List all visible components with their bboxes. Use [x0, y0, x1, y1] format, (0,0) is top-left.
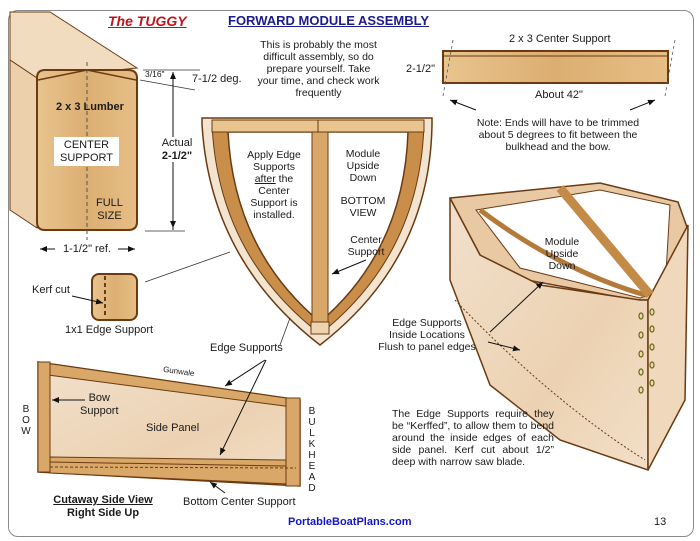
center-support-illustration — [442, 39, 676, 111]
intro-note: This is probably the most difficult asse… — [256, 39, 381, 99]
label-line: VIEW — [349, 207, 377, 220]
label-line: BOTTOM — [340, 195, 386, 207]
edge-supports-inside-callout: Edge Supports Inside Locations Flush to … — [372, 317, 482, 353]
note-line: Apply Edge — [247, 149, 301, 161]
page-frame — [8, 10, 694, 537]
bow-label: BOW — [21, 404, 31, 437]
side-view-illustration — [36, 359, 301, 494]
lumber-label: 2 x 3 Lumber — [56, 101, 124, 113]
label-line: Center — [350, 234, 382, 246]
center-support-height: 2-1/2" — [406, 63, 435, 75]
label-line: Down — [548, 260, 576, 273]
note-line: Center — [258, 185, 290, 198]
note-emphasis: after — [254, 173, 276, 186]
module-3d-label: Module Upside Down — [537, 236, 587, 272]
intro-note-line: your time, and check work — [257, 75, 380, 88]
note-line: about 5 degrees to fit between the — [478, 129, 638, 142]
note-line: Note: Ends will have to be trimmed — [476, 117, 640, 129]
intro-note-line: difficult assembly, so do — [263, 51, 374, 64]
actual-label: Actual — [161, 137, 193, 149]
callout-line: Inside Locations — [389, 329, 465, 342]
center-support-title: 2 x 3 Center Support — [509, 33, 611, 45]
edge-supports-label: Edge Supports — [210, 342, 283, 354]
intro-note-line: This is probably the most — [260, 39, 377, 51]
box-label-line: CENTER — [63, 139, 110, 151]
kerf-note: The Edge Supports require they be “Kerff… — [392, 408, 554, 469]
caption-line: Cutaway Side View — [53, 494, 153, 506]
actual-height-value: 2-1/2" — [161, 149, 193, 162]
note-line: installed. — [253, 209, 295, 222]
module-3d-illustration — [448, 182, 689, 472]
bottom-view-illustration — [201, 117, 433, 346]
note-line: Supports — [252, 161, 296, 174]
callout-line: Edge Supports — [392, 317, 462, 329]
bevel-angle-label: 7-1/2 deg. — [192, 73, 242, 85]
note-word: the — [278, 173, 294, 186]
caption-line: Right Side Up — [66, 506, 140, 519]
callout-line: Flush to panel edges — [378, 341, 476, 354]
center-support-box-label: CENTER SUPPORT — [54, 137, 119, 167]
bow-support-label: Bow Support — [80, 392, 119, 417]
label-line: Upside — [545, 248, 579, 261]
full-size-label: FULL SIZE — [96, 197, 123, 222]
full-size-line: FULL — [96, 197, 123, 209]
label-line: Upside — [346, 160, 380, 173]
apply-edge-supports-note: Apply Edge Supports after the Center Sup… — [240, 149, 308, 221]
side-panel-label: Side Panel — [146, 422, 200, 434]
bulkhead-label: BULKHEAD — [308, 406, 316, 494]
label-line: Module — [544, 236, 580, 248]
box-label-line: SUPPORT — [60, 151, 113, 164]
center-support-length: About 42" — [535, 89, 583, 101]
website-link[interactable]: PortableBoatPlans.com — [288, 516, 412, 528]
edge-support-name: 1x1 Edge Support — [65, 324, 154, 336]
width-ref-label: 1-1/2" ref. — [63, 243, 111, 255]
note-line: after the — [240, 173, 308, 185]
bottom-center-support-label: Bottom Center Support — [183, 496, 296, 508]
bevel-offset-label: 3/16" — [145, 69, 165, 79]
label-line: Down — [349, 172, 377, 185]
center-support-note: Note: Ends will have to be trimmed about… — [470, 117, 646, 153]
label-line: Support — [80, 404, 119, 417]
actual-height-label: Actual 2-1/2" — [157, 137, 197, 163]
page-number: 13 — [654, 516, 667, 528]
bottom-view-label: BOTTOM VIEW — [335, 195, 391, 219]
intro-note-line: prepare yourself. Take — [266, 63, 371, 76]
center-support-callout: Center Support — [338, 234, 394, 258]
edge-support-illustration — [71, 251, 231, 321]
full-size-line: SIZE — [97, 209, 122, 222]
label-line: Bow — [88, 392, 110, 404]
section-title: FORWARD MODULE ASSEMBLY — [228, 13, 430, 28]
brand-title: The TUGGY — [108, 13, 187, 29]
intro-note-line: frequently — [295, 87, 342, 100]
side-view-caption: Cutaway Side View Right Side Up — [48, 494, 158, 519]
note-line: Support is — [250, 197, 298, 210]
label-line: Module — [345, 148, 381, 160]
module-upside-down-label: Module Upside Down — [335, 148, 391, 184]
note-line: bulkhead and the bow. — [505, 141, 611, 154]
label-line: Support — [347, 246, 385, 259]
kerf-cut-label: Kerf cut — [32, 284, 70, 296]
